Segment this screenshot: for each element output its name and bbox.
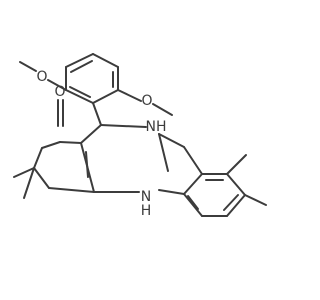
bond	[33, 147, 43, 169]
bond	[158, 189, 185, 195]
bond	[92, 53, 119, 68]
methoxy-oxygen-right: O	[141, 93, 152, 109]
bond	[183, 173, 203, 195]
bond	[41, 141, 61, 149]
bond	[92, 89, 119, 104]
bond	[226, 173, 246, 196]
bond	[59, 141, 82, 144]
bond	[80, 124, 102, 144]
bond	[244, 194, 267, 206]
bond	[158, 133, 169, 172]
amine-n-bottom: N	[141, 189, 151, 205]
atom-labels: O O O NH H N	[36, 69, 166, 219]
bond	[223, 194, 239, 211]
bond	[117, 89, 142, 102]
hydrogen-bottom-amine: H	[141, 203, 152, 219]
carbonyl-oxygen: O	[54, 84, 65, 100]
bond	[226, 154, 247, 175]
bond-lines	[13, 53, 267, 217]
chemical-structure-diagram: O O O NH H N	[13, 53, 267, 219]
bond	[92, 102, 102, 126]
bond	[226, 194, 246, 217]
bond	[152, 103, 173, 116]
bond	[187, 195, 199, 210]
bond	[33, 167, 50, 189]
bond	[65, 53, 94, 68]
methoxy-oxygen-left: O	[36, 69, 47, 85]
bond	[65, 89, 94, 104]
bond	[85, 151, 89, 178]
amine-nh-top: NH	[146, 119, 167, 135]
bond	[47, 79, 67, 91]
bond	[183, 193, 203, 217]
bond	[183, 146, 203, 175]
bond	[70, 60, 93, 73]
bond	[48, 187, 95, 193]
bond	[158, 133, 185, 148]
bond	[100, 124, 147, 128]
bond	[69, 86, 91, 98]
bond	[19, 61, 37, 72]
bond	[13, 167, 35, 178]
bond	[23, 167, 35, 199]
